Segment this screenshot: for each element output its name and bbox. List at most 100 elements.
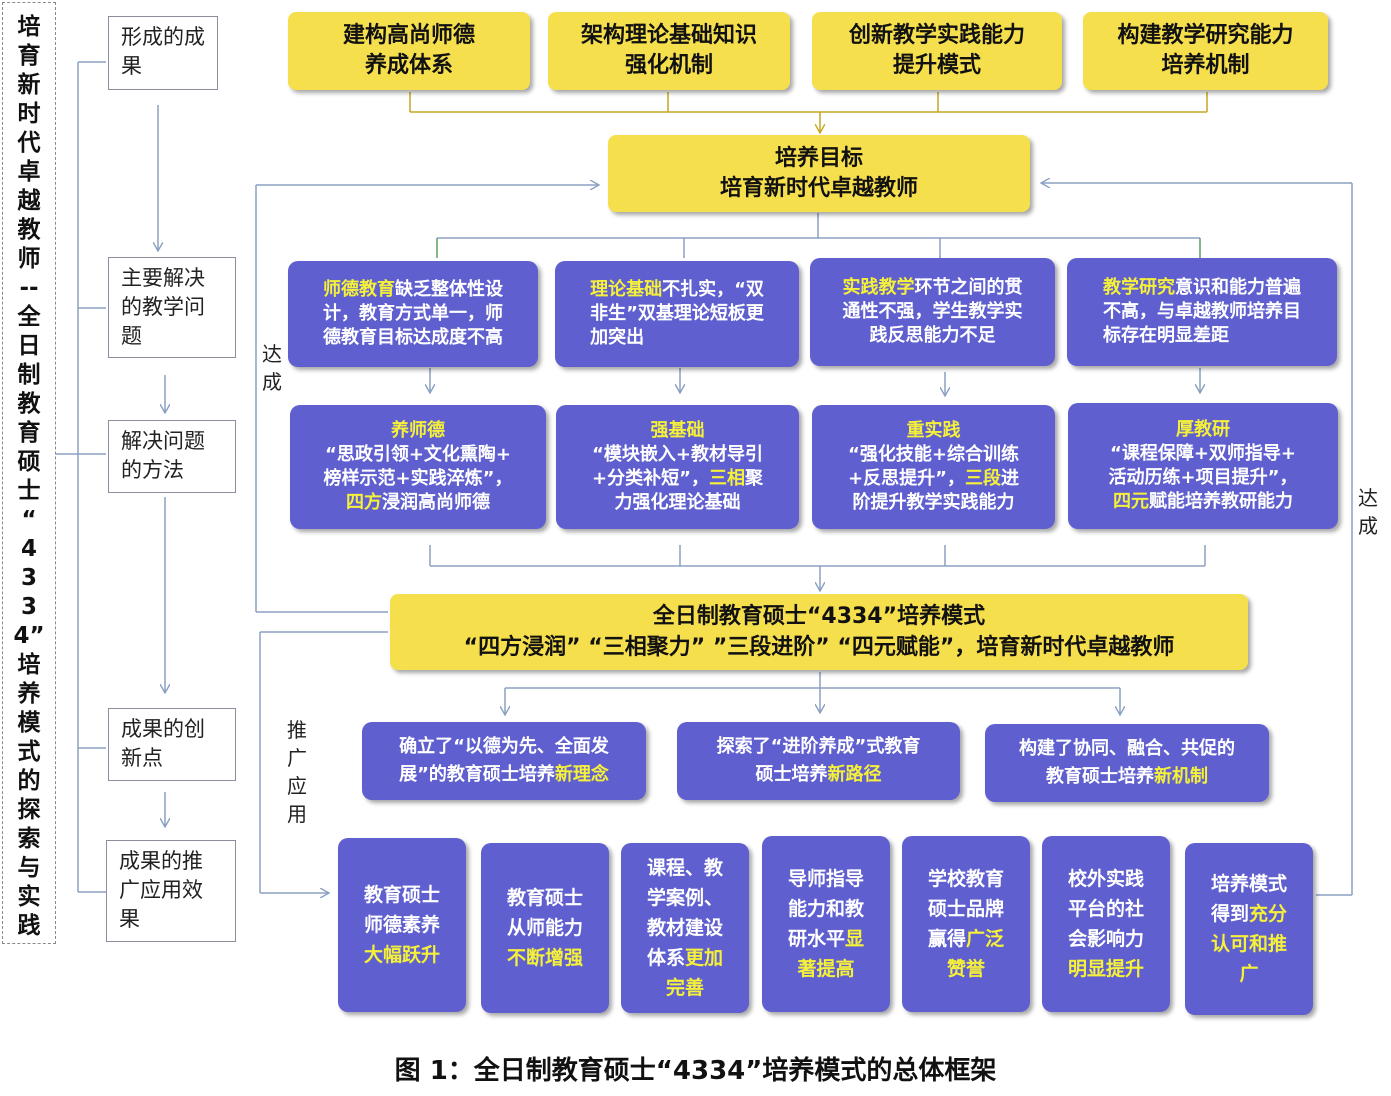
method-highlight: 三段 (964, 468, 1001, 489)
method-text: 榜样示范+实践淬炼”， (323, 468, 513, 489)
side-title-char: 卓 (17, 159, 41, 185)
step-methods: 解决问题的方法 (108, 420, 236, 493)
effect-text: 学校教育 (927, 868, 1004, 890)
effect-highlight: 著提高 (797, 958, 855, 980)
problem-text: 缺乏整体性设 (395, 279, 503, 300)
effect-highlight: 明显提升 (1067, 958, 1144, 980)
model-subtitle: “四方浸润” “三相聚力” ”三段进阶” “四元赋能”，培育新时代卓越教师 (463, 635, 1175, 660)
effect-box: 教育硕士从师能力不断增强 (481, 843, 609, 1013)
effect-text: 从师能力 (506, 917, 583, 939)
effect-text: 研水平 (787, 928, 845, 950)
method-title: 重实践 (906, 420, 961, 441)
side-title-char: 3 (20, 594, 37, 620)
label-achieve-left: 达成 (262, 342, 282, 394)
effect-text: 教育硕士 (363, 884, 440, 906)
effect-text: 赢得 (927, 928, 966, 950)
label-promote: 推广应用 (287, 718, 307, 826)
side-title-char: 教 (17, 217, 41, 243)
step-innovation-text: 成果的创新点 (121, 717, 205, 770)
step-effects-text: 成果的推广应用效果 (119, 849, 203, 931)
side-title-char: 的 (17, 768, 41, 794)
effect-text: 导师指导 (787, 868, 864, 890)
outcome-box: 构建教学研究能力培养机制 (1083, 12, 1328, 90)
outcome-line: 创新教学实践能力 (848, 23, 1025, 48)
problem-box: 师德教育缺乏整体性设计，教育方式单一，师德教育目标达成度不高 (288, 261, 538, 367)
effect-text: 教育硕士 (506, 887, 583, 909)
side-title-char: 育 (17, 420, 41, 446)
method-text: 力强化理论基础 (614, 492, 741, 513)
effect-highlight: 广 (1239, 963, 1259, 985)
outcome-line: 提升模式 (892, 53, 981, 78)
side-title-char: 探 (17, 797, 41, 823)
figure-caption: 图 1：全日制教育硕士“4334”培养模式的总体框架 (0, 1050, 1391, 1087)
problem-text: 计，教育方式单一，师 (323, 303, 503, 324)
step-effects: 成果的推广应用效果 (106, 840, 236, 942)
side-title-char: 制 (17, 362, 41, 388)
effect-text: 校外实践 (1067, 868, 1144, 890)
model-box: 全日制教育硕士“4334”培养模式“四方浸润” “三相聚力” ”三段进阶” “四… (390, 594, 1248, 670)
problem-text: 环节之间的贯 (914, 277, 1023, 298)
side-title-char: 培 (17, 652, 41, 678)
effect-box: 学校教育硕士品牌赢得广泛赞誉 (902, 836, 1030, 1012)
effect-highlight: 充分 (1249, 903, 1288, 925)
side-title-char: 日 (17, 333, 41, 359)
effect-text: 师德素养 (363, 914, 440, 936)
effect-box: 教育硕士师德素养大幅跃升 (338, 838, 466, 1012)
problem-highlight: 实践教学 (842, 277, 915, 298)
goal-title: 培养目标 (774, 145, 863, 171)
outcome-line: 培养机制 (1161, 53, 1250, 78)
side-title-char: 教 (17, 391, 41, 417)
step-problems-text: 主要解决的教学问题 (121, 266, 205, 348)
problem-text: 践反思能力不足 (869, 325, 996, 346)
method-box: 厚教研“课程保障+双师指导+活动历练+项目提升”，四元赋能培养教研能力 (1068, 403, 1338, 529)
side-title-char: 4” (13, 623, 45, 649)
problem-text: 标存在明显差距 (1103, 325, 1229, 346)
side-title-char: -- (19, 275, 39, 301)
effect-box: 培养模式得到充分认可和推广 (1185, 843, 1313, 1015)
outcome-line: 建构高尚师德 (342, 23, 475, 48)
problem-box: 理论基础不扎实，“双非生”双基理论短板更加突出 (555, 261, 799, 367)
effect-highlight: 大幅跃升 (363, 944, 440, 966)
effect-highlight: 完善 (665, 977, 704, 999)
problem-box: 实践教学环节之间的贯通性不强，学生教学实践反思能力不足 (810, 258, 1055, 366)
method-text: 活动历练+项目提升”， (1108, 467, 1298, 488)
innovation-highlight: 新理念 (554, 764, 609, 785)
problem-text: 加突出 (590, 327, 645, 348)
effect-text: 学案例、 (646, 887, 723, 909)
side-title-char: 式 (17, 739, 41, 765)
method-text: +分类补短”， (592, 468, 709, 489)
side-title-char: 硕 (17, 449, 41, 475)
method-box: 强基础“模块嵌入+教材导引+分类补短”，三相聚力强化理论基础 (556, 405, 799, 529)
problem-box: 教学研究意识和能力普遍不高，与卓越教师培养目标存在明显差距 (1067, 258, 1337, 366)
innovation-box: 构建了协同、融合、共促的教育硕士培养新机制 (985, 724, 1269, 802)
method-box: 养师德“思政引领+文化熏陶+榜样示范+实践淬炼”，四方浸润高尚师德 (290, 405, 546, 529)
effect-box: 校外实践平台的社会影响力明显提升 (1042, 836, 1170, 1012)
effect-text: 平台的社 (1067, 898, 1144, 920)
step-methods-text: 解决问题的方法 (121, 429, 205, 482)
method-text: “课程保障+双师指导+ (1109, 443, 1296, 464)
goal-box: 培养目标培育新时代卓越教师 (608, 135, 1030, 212)
effect-text: 硕士品牌 (927, 898, 1004, 920)
effect-text: 得到 (1210, 903, 1249, 925)
method-title: 养师德 (390, 420, 445, 441)
outcome-line: 构建教学研究能力 (1117, 23, 1294, 48)
problem-text: 不高，与卓越教师培养目 (1103, 301, 1301, 322)
effect-text: 课程、教 (646, 857, 723, 879)
problem-highlight: 师德教育 (323, 279, 395, 300)
side-title-char: 与 (17, 855, 41, 881)
effect-highlight: 认可和推 (1210, 933, 1287, 955)
side-title-char: 索 (17, 826, 41, 852)
method-text: “模块嵌入+教材导引 (592, 444, 763, 465)
innovation-text: 构建了协同、融合、共促的 (1019, 738, 1235, 759)
step-outcomes: 形成的成果 (108, 16, 218, 90)
innovation-highlight: 新机制 (1154, 766, 1208, 787)
innovation-text: 教育硕士培养 (1046, 766, 1154, 787)
side-title-char: 践 (17, 913, 41, 939)
effect-box: 课程、教学案例、教材建设体系更加完善 (621, 843, 749, 1013)
effect-text: 教材建设 (646, 917, 723, 939)
outcome-line: 养成体系 (364, 53, 453, 78)
problem-text: 德教育目标达成度不高 (323, 327, 503, 348)
effect-highlight: 更加 (685, 947, 724, 969)
innovation-highlight: 新路径 (827, 764, 882, 785)
